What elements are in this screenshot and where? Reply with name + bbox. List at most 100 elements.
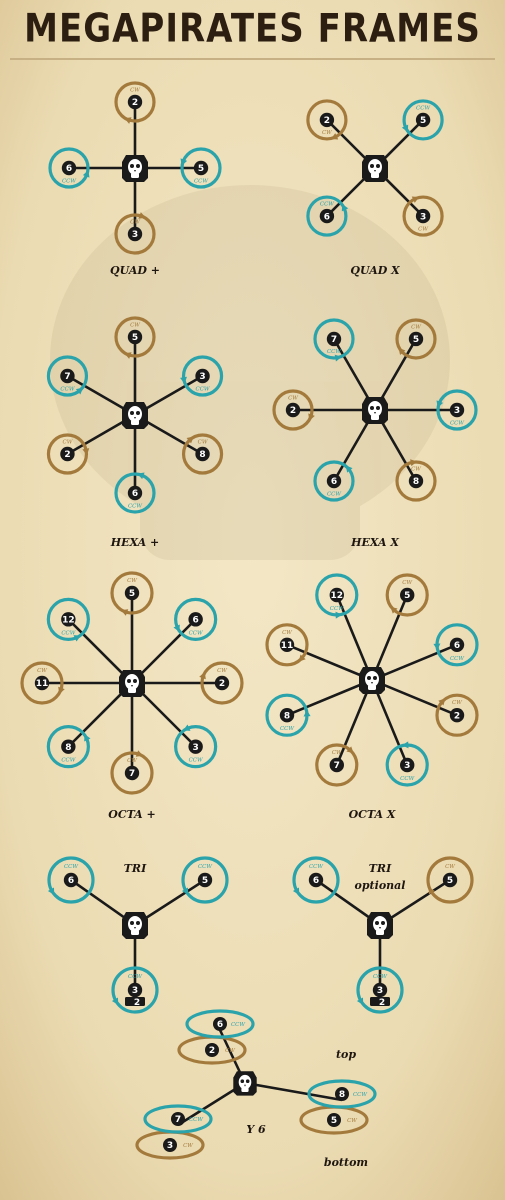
direction-label: CCW	[198, 864, 213, 870]
motor-number: 8	[339, 1090, 345, 1100]
servo-number: 2	[134, 998, 140, 1008]
motor-2[interactable]: 2CW	[435, 693, 479, 737]
motor-hub	[205, 1043, 219, 1057]
rotation-arrow-icon	[82, 170, 90, 178]
prop-ring	[306, 195, 348, 237]
motor-3[interactable]: 3CW	[114, 212, 156, 255]
direction-label: CW	[127, 578, 138, 584]
motor-8[interactable]: 8CW	[181, 433, 224, 475]
arm	[371, 678, 458, 717]
servo[interactable]: 2	[370, 997, 390, 1008]
prop-ring	[114, 316, 156, 358]
motor-number: 5	[413, 335, 419, 345]
rotation-arrow-icon	[346, 746, 354, 754]
motor-5[interactable]: 5CW	[114, 316, 156, 359]
prop-ring	[402, 195, 444, 237]
motor-2[interactable]: 2CW	[306, 99, 348, 141]
direction-label: CCW	[189, 630, 204, 636]
prop-ring	[143, 1104, 213, 1134]
prop-ring	[395, 318, 437, 360]
skull-eye-left	[130, 411, 134, 415]
motor-5[interactable]: 5CW	[426, 856, 474, 904]
motor-2[interactable]: 2CW	[272, 389, 315, 431]
frame-label: Y 6	[246, 1123, 266, 1136]
rotation-arrow-icon	[303, 709, 311, 717]
prop-ring	[313, 460, 355, 502]
motor-hub	[171, 1112, 185, 1126]
prop-ring	[402, 99, 444, 141]
motor-7[interactable]: 7CW	[110, 750, 154, 795]
rotation-arrow-icon	[438, 698, 446, 706]
skull-eye-right	[133, 679, 137, 683]
motor-number: 6	[454, 641, 460, 651]
rotation-arrow-icon	[124, 352, 132, 359]
servo[interactable]: 2	[125, 997, 145, 1008]
motor-5[interactable]: 5CW	[385, 573, 429, 617]
rotation-arrow-icon	[183, 724, 191, 731]
motor-7[interactable]: 7CW	[315, 743, 359, 787]
motor-2[interactable]: 2CW	[199, 661, 244, 705]
skull-icon	[367, 912, 393, 939]
skull-eye-left	[375, 921, 379, 925]
motor-5[interactable]: 5CW	[110, 571, 154, 616]
skull-nose	[131, 685, 133, 687]
motor-number: 3	[404, 761, 410, 771]
direction-label: CCW	[450, 420, 465, 426]
rotation-arrow-icon	[137, 472, 145, 480]
page-title: MEGAPIRATES FRAMES	[24, 6, 481, 52]
motor-number: 7	[175, 1115, 181, 1125]
motor-hub	[308, 872, 324, 888]
direction-label: CW	[347, 1118, 358, 1124]
prop-ring	[436, 389, 478, 431]
direction-label: CCW	[128, 503, 143, 509]
motor-5[interactable]: 5CW	[395, 318, 437, 360]
motor-number: 7	[64, 372, 70, 382]
top-label: top	[336, 1048, 356, 1061]
motor-hub	[163, 1138, 177, 1152]
motor-3[interactable]: 3CW	[402, 195, 444, 237]
skull-head	[128, 406, 142, 422]
direction-label: CCW	[416, 105, 431, 111]
motor-8[interactable]: 8CW	[395, 459, 437, 502]
motor-number: 3	[199, 372, 205, 382]
rotation-arrow-icon	[411, 196, 420, 203]
motor-2[interactable]: 2CW	[46, 433, 90, 475]
motor-2[interactable]: 2CW	[114, 81, 156, 124]
motor-hub	[449, 402, 465, 418]
rotation-arrow-icon	[341, 203, 349, 212]
frame-label: HEXA +	[110, 536, 160, 549]
motor-hub	[285, 402, 301, 418]
